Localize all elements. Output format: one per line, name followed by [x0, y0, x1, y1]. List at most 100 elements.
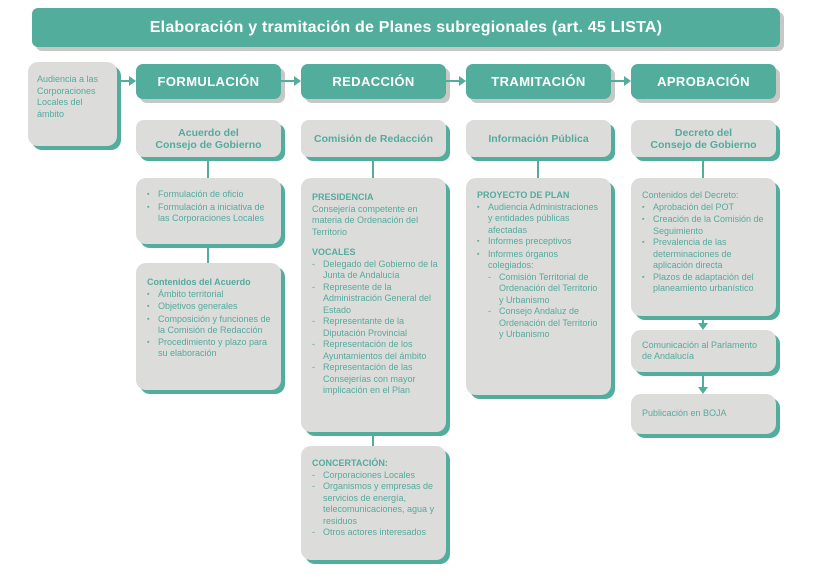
bullet-dash-icon [312, 527, 323, 539]
list-item-text: Formulación de oficio [158, 189, 244, 199]
connector-line [537, 157, 539, 178]
bullet-dash-icon [312, 470, 323, 482]
list-item-text: Audiencia Administraciones y entidades p… [488, 201, 599, 235]
tramitacion-box1: PROYECTO DE PLAN Audiencia Administracio… [466, 178, 611, 395]
list-item-text: Composición y funciones de la Comisión d… [158, 313, 271, 336]
box-heading: Contenidos del Acuerdo [147, 277, 251, 287]
list-item-text: Objetivos generales [158, 301, 238, 311]
list-item: Organismos y empresas de servicios de en… [312, 481, 439, 527]
list-item: Represente de la Administración General … [312, 282, 439, 317]
arrow-right-icon [459, 76, 466, 86]
bullet-square-icon [642, 202, 653, 215]
bullet-square-icon [147, 189, 158, 202]
list-item: Prevalencia de las determinaciones de ap… [642, 237, 769, 272]
subheader-line: Acuerdo del [178, 126, 239, 139]
bullet-square-icon [642, 272, 653, 295]
stage-tramitacion: TRAMITACIÓN [466, 64, 611, 99]
connector-line [207, 244, 209, 263]
connector-line [372, 432, 374, 446]
box-heading: PROYECTO DE PLAN [477, 190, 570, 200]
list-item: Formulación de oficio [147, 189, 274, 202]
bullet-dash-icon [488, 306, 499, 341]
list-item: Otros actores interesados [312, 527, 439, 539]
box-text: Publicación en BOJA [642, 408, 727, 419]
bullet-square-icon [147, 337, 158, 360]
arrow-down-icon [698, 323, 708, 330]
arrow-down-line [702, 316, 704, 323]
formulacion-box1: Formulación de oficio Formulación a inic… [136, 178, 281, 244]
bullet-dash-icon [488, 272, 499, 307]
list-subitem: Comisión Territorial de Ordenación del T… [477, 272, 604, 307]
bullet-dash-icon [312, 316, 323, 339]
list-item: Representación de las Consejerías con ma… [312, 362, 439, 397]
bullet-square-icon [642, 214, 653, 237]
list-item-text: Formulación a iniciativa de las Corporac… [158, 201, 265, 224]
page-title: Elaboración y tramitación de Planes subr… [149, 18, 663, 36]
arrow-right-line [611, 80, 624, 82]
list-item: Representante de la Diputación Provincia… [312, 316, 439, 339]
list-item-text: Otros actores interesados [323, 527, 427, 537]
box-text: Consejería competente en materia de Orde… [312, 203, 419, 237]
list-item: Informes preceptivos [477, 236, 604, 249]
aprobacion-box2: Comunicación al Parlamento de Andalucía [631, 330, 776, 372]
subheader-line: Consejo de Gobierno [650, 138, 757, 151]
stage-aprobacion: APROBACIÓN [631, 64, 776, 99]
list-item-text: Representación de los Ayuntamientos del … [323, 339, 427, 361]
formulacion-box2: Contenidos del Acuerdo Ámbito territoria… [136, 263, 281, 390]
list-item-text: Representación de las Consejerías con ma… [323, 362, 416, 395]
list-item-text: Corporaciones Locales [323, 469, 416, 480]
list-item-text: Consejo Andaluz de Ordenación del Territ… [499, 306, 598, 339]
bullet-square-icon [477, 236, 488, 249]
bullet-dash-icon [312, 339, 323, 362]
list-item-text: Informes órganos colegiados: [488, 248, 559, 271]
list-item-text: Represente de la Administración General … [323, 281, 432, 315]
list-item-text: Plazos de adaptación del planeamiento ur… [653, 271, 754, 294]
bullet-dash-icon [312, 481, 323, 527]
arrow-right-line [446, 80, 459, 82]
list-item-text: Informes preceptivos [488, 236, 572, 246]
bullet-square-icon [147, 314, 158, 337]
bullet-square-icon [642, 237, 653, 272]
redaccion-box2: CONCERTACIÓN: Corporaciones Locales Orga… [301, 446, 446, 560]
list-item: Ámbito territorial [147, 289, 274, 302]
side-note-text: Audiencia a las Corporaciones Locales de… [37, 74, 99, 119]
arrow-right-line [117, 80, 129, 82]
bullet-dash-icon [312, 282, 323, 317]
connector-line [702, 157, 704, 178]
list-item: Composición y funciones de la Comisión d… [147, 314, 274, 337]
stage-label: APROBACIÓN [657, 74, 750, 89]
subheader-line: Comisión de Redacción [313, 132, 434, 145]
redaccion-box1: PRESIDENCIA Consejería competente en mat… [301, 178, 446, 432]
list-item: Corporaciones Locales [312, 470, 439, 482]
connector-line [372, 157, 374, 178]
list-item-text: Procedimiento y plazo para su elaboració… [158, 336, 268, 359]
list-item: Audiencia Administraciones y entidades p… [477, 202, 604, 237]
subheader-acuerdo: Acuerdo del Consejo de Gobierno [136, 120, 281, 157]
arrow-right-icon [129, 76, 136, 86]
subheader-comision: Comisión de Redacción [301, 120, 446, 157]
list-subitem: Consejo Andaluz de Ordenación del Territ… [477, 306, 604, 341]
list-item: Plazos de adaptación del planeamiento ur… [642, 272, 769, 295]
stage-label: REDACCIÓN [332, 74, 415, 89]
arrow-right-icon [624, 76, 631, 86]
list-item-text: Organismos y empresas de servicios de en… [323, 481, 435, 526]
connector-line [207, 157, 209, 178]
list-item: Objetivos generales [147, 301, 274, 314]
bullet-square-icon [147, 301, 158, 314]
list-item: Creación de la Comisión de Seguimiento [642, 214, 769, 237]
box-heading: PRESIDENCIA [312, 192, 374, 202]
stage-formulacion: FORMULACIÓN [136, 64, 281, 99]
list-item-text: Creación de la Comisión de Seguimiento [653, 214, 764, 236]
list-item: Informes órganos colegiados: [477, 249, 604, 272]
bullet-square-icon [477, 249, 488, 272]
bullet-dash-icon [312, 259, 323, 282]
box-heading: Contenidos del Decreto: [642, 190, 739, 200]
arrow-right-icon [294, 76, 301, 86]
list-item-text: Representante de la Diputación Provincia… [323, 316, 408, 338]
list-item: Aprobación del POT [642, 202, 769, 215]
list-item-text: Ámbito territorial [158, 288, 224, 299]
bullet-square-icon [147, 289, 158, 302]
list-item-text: Aprobación del POT [653, 201, 735, 212]
arrow-down-icon [698, 387, 708, 394]
